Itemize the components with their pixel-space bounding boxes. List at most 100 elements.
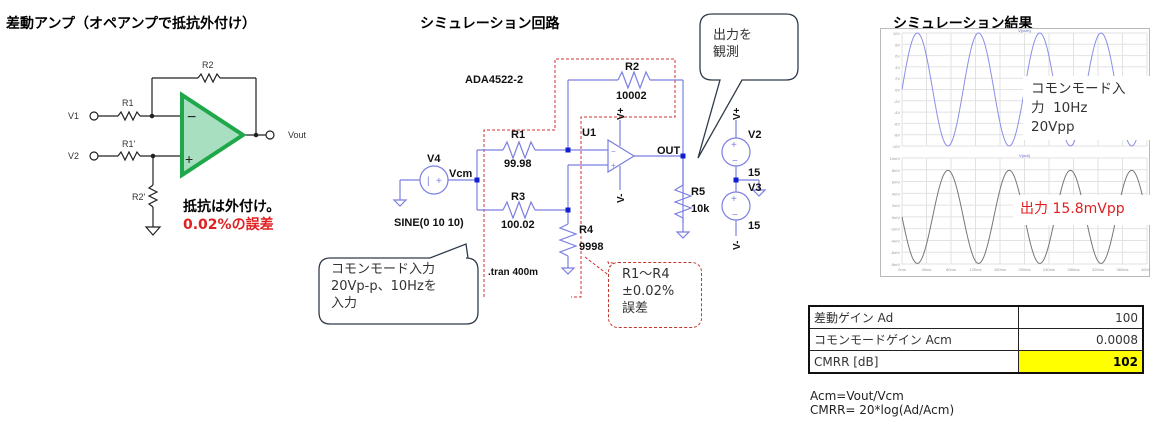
table-label: 差動ゲイン Ad [808, 305, 1019, 329]
output-callout [697, 13, 799, 159]
table-value: 0.0008 [1018, 328, 1144, 351]
supply-vminus-label: V- [732, 241, 743, 250]
r4-value: 9998 [579, 241, 603, 253]
opamp-minus-glyph: − [611, 147, 616, 156]
x-tick-label: 360ms [1116, 267, 1128, 272]
resistor-note-line1: 抵抗は外付け。 [183, 199, 281, 215]
x-tick-label: 40ms [922, 267, 932, 272]
table-label: コモンモードゲイン Acm [808, 328, 1019, 351]
r1-name: R1 [511, 129, 525, 141]
x-tick-label: 80ms [946, 267, 956, 272]
input-callout [318, 243, 479, 325]
node-out [680, 153, 686, 159]
y-tick-label: 10mV [890, 156, 901, 161]
r1p-label: R1' [122, 139, 136, 149]
resistor-note-error: 0.02%の誤差 [183, 217, 274, 233]
tolerance-callout-line: ±0.02% [622, 284, 675, 299]
plot-title: V(out) [1019, 153, 1031, 158]
table-row: 差動ゲイン Ad 100 [808, 305, 1144, 329]
y-tick-label: 8mV [892, 168, 901, 173]
v1-label: V1 [68, 111, 79, 121]
r2-label: R2 [202, 60, 214, 70]
output-callout-shape [697, 13, 799, 159]
r2-value: 10002 [616, 90, 647, 102]
v2-value: 15 [748, 167, 760, 179]
junction-dot [253, 132, 259, 138]
table-value: 100 [1018, 305, 1144, 329]
x-tick-label: 0ms [898, 267, 906, 272]
r1-label: R1 [122, 98, 134, 108]
opamp-symbol [180, 91, 247, 179]
r2p-label: R2' [132, 192, 146, 202]
opamp-plus-label: + [185, 151, 193, 167]
r4-name: R4 [579, 224, 594, 236]
vcm-label: Vcm [449, 168, 472, 180]
vout-label: Vout [288, 130, 307, 140]
node-noninverting [565, 207, 571, 213]
r3-value: 100.02 [501, 219, 535, 231]
junction-dot [149, 113, 155, 119]
formulas: Acm=Vout/Vcm CMRR= 20*log(Ad/Acm) [810, 389, 954, 417]
v3-name: V3 [748, 182, 761, 194]
opamp-plus-glyph: + [611, 161, 616, 170]
node-supply-mid [733, 177, 739, 183]
y-tick-label: -2V [894, 99, 901, 104]
top-overlay-box [1023, 76, 1167, 140]
r1-value: 99.98 [504, 158, 532, 170]
top-overlay-text: コモンモード入 力 10Hz 20Vpp [1031, 80, 1126, 137]
x-tick-label: 320ms [1092, 267, 1104, 272]
y-tick-label: 0V [895, 88, 900, 93]
r5-name: R5 [691, 186, 705, 198]
tran-directive: .tran 400m [488, 267, 538, 278]
y-tick-label: -8V [894, 133, 901, 138]
y-tick-label: 8V [895, 42, 900, 47]
output-callout-line: 出力を [713, 28, 753, 43]
top-overlay-line: 力 10Hz [1031, 100, 1088, 116]
junction-dot [150, 153, 156, 159]
y-tick-label: 6V [895, 54, 900, 59]
results-table: 差動ゲイン Ad 100 コモンモードゲイン Acm 0.0008 CMRR [… [808, 305, 1144, 374]
opamp-vminus-label: V- [616, 194, 627, 203]
formula-acm: Acm=Vout/Vcm [810, 389, 904, 403]
y-tick-label: -10V [892, 144, 901, 149]
y-tick-label: -4V [894, 110, 901, 115]
v4-name: V4 [427, 153, 441, 165]
opamp-vplus-label: V+ [616, 107, 627, 120]
r2-name: R2 [625, 61, 639, 73]
y-tick-label: -6mV [890, 250, 900, 255]
node-vcm [474, 177, 480, 183]
input-callout-line: 20Vp-p、10Hzを [331, 279, 437, 294]
resistor-note: 抵抗は外付け。 0.02%の誤差 [183, 198, 280, 234]
y-tick-label: -4mV [890, 238, 900, 243]
y-tick-label: -6V [894, 121, 901, 126]
x-tick-label: 200ms [1018, 267, 1030, 272]
y-tick-label: 2mV [892, 203, 901, 208]
v4-value: SINE(0 10 10) [394, 217, 464, 229]
cmrr-value: 102 [1018, 350, 1144, 374]
v3-minus-glyph: − [732, 210, 738, 221]
y-tick-label: -8mV [890, 262, 900, 267]
supply-vplus-label: V+ [732, 107, 743, 120]
plot-frame [880, 28, 1150, 277]
y-tick-label: 2V [895, 76, 900, 81]
x-tick-label: 400ms [1141, 267, 1150, 272]
tolerance-callout-line: R1〜R4 [622, 267, 670, 282]
y-tick-label: 10V [893, 31, 900, 36]
bottom-overlay-box [1013, 195, 1167, 225]
output-callout-text: 出力を 観測 [713, 27, 752, 61]
v3-plus-glyph: + [731, 194, 737, 205]
table-row: コモンモードゲイン Acm 0.0008 [808, 328, 1144, 351]
part-number: ADA4522-2 [465, 74, 523, 86]
tolerance-callout [608, 262, 702, 328]
top-overlay-line: コモンモード入 [1031, 81, 1126, 97]
tolerance-outline [483, 58, 676, 298]
formula-cmrr: CMRR= 20*log(Ad/Acm) [810, 403, 955, 417]
bottom-overlay-text: 出力 15.8mVpp [1020, 201, 1125, 217]
input-callout-shape [318, 243, 479, 325]
table-row: CMRR [dB] 102 [808, 350, 1144, 374]
v2-name: V2 [748, 129, 761, 141]
output-callout-line: 観測 [713, 45, 740, 60]
sim-circuit-schematic: | + + − + − − + ADA4522-2 U1 R1 99.98 R2… [392, 58, 767, 298]
